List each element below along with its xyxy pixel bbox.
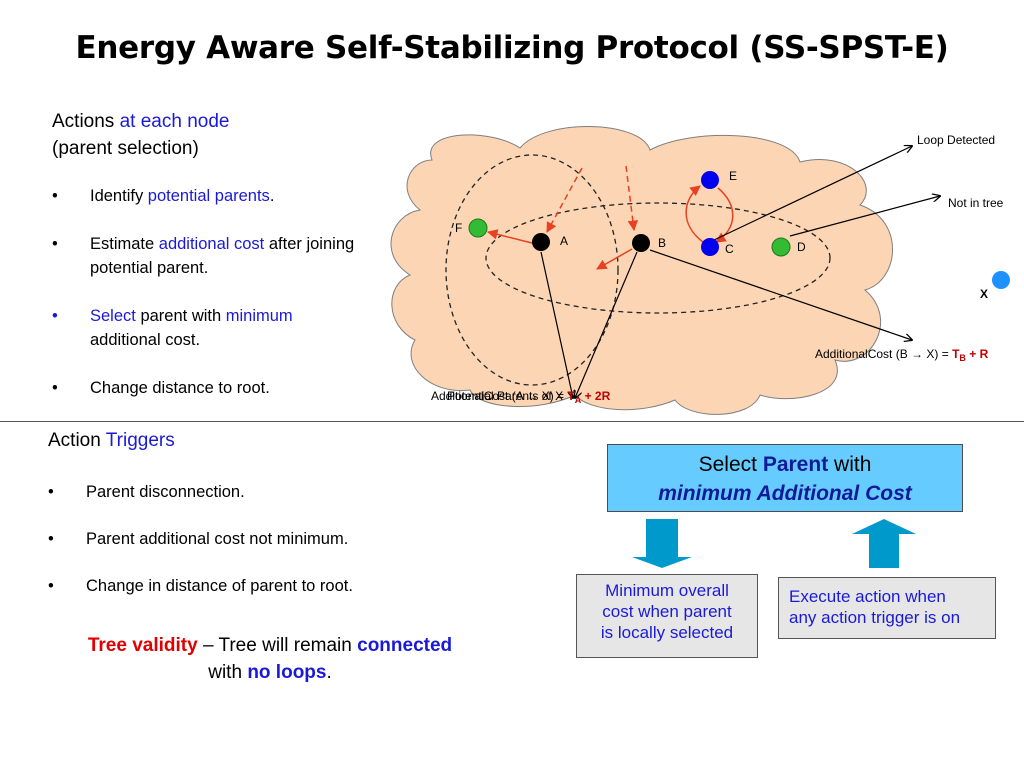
triggers-heading-highlight: Triggers — [105, 430, 175, 451]
node-f-label: F — [455, 221, 462, 235]
actions-bullet-list: • Identify potential parents. • Estimate… — [52, 184, 362, 424]
actions-heading: Actions at each node (parent selection) — [52, 108, 229, 162]
bullet-icon: • — [48, 483, 54, 501]
arrow-b-to-x-label — [575, 251, 638, 398]
bullet-text: Estimate — [90, 235, 159, 253]
page-title: Energy Aware Self-Stabilizing Protocol (… — [75, 30, 949, 66]
bullet-text: parent with — [135, 307, 226, 325]
not-in-tree-label: Not in tree — [948, 196, 1004, 210]
min-box-line: cost when parent — [602, 602, 732, 621]
bullet-icon: • — [52, 187, 58, 205]
tree-validity-statement: Tree validity – Tree will remain connect… — [30, 632, 510, 686]
validity-text: – Tree will remain — [197, 635, 358, 656]
node-b: B — [632, 234, 666, 252]
list-item: • Estimate additional cost after joining… — [52, 232, 362, 280]
arrow-loop-detected — [713, 146, 912, 241]
arrow-not-in-tree — [789, 196, 940, 237]
node-x-label: X — [980, 287, 988, 301]
select-box-line2: minimum Additional Cost — [658, 482, 912, 505]
bullet-text: . — [269, 187, 275, 205]
bullet-text: after joining potential parent. — [90, 235, 355, 277]
bullet-text: Change in distance of parent to root. — [86, 577, 353, 595]
red-dashed-arrow-b — [625, 165, 639, 232]
node-e-label: E — [729, 169, 737, 183]
list-item: • Identify potential parents. — [52, 184, 362, 208]
select-box-bold: Parent — [762, 453, 829, 476]
bullet-text: Parent disconnection. — [86, 483, 245, 501]
bullet-icon: • — [52, 235, 58, 253]
actions-heading-prefix: Actions — [52, 111, 120, 132]
dashed-ellipse-right — [485, 202, 831, 314]
list-item: • Parent additional cost not minimum. — [48, 528, 468, 550]
bullet-text: Parent additional cost not minimum. — [86, 530, 349, 548]
validity-connected: connected — [357, 635, 453, 656]
loop-detected-label: Loop Detected — [917, 133, 995, 147]
node-e: E — [701, 169, 737, 189]
validity-no-loops: no loops — [247, 662, 327, 683]
node-c: C — [701, 238, 734, 256]
bullet-text: additional cost. — [90, 331, 201, 349]
bullet-icon: • — [48, 530, 54, 548]
node-x: X — [980, 271, 1010, 301]
bullet-icon: • — [52, 379, 58, 397]
red-dashed-arrow-a — [546, 167, 583, 233]
potential-parents-label: Potential Parents of X — [447, 389, 563, 403]
node-c-label: C — [725, 242, 734, 256]
red-arrow-b-to-a — [596, 248, 633, 270]
validity-text: . — [326, 662, 332, 683]
triggers-heading: Action Triggers — [48, 430, 175, 452]
node-d: D — [771, 237, 806, 257]
dashed-ellipse-left — [445, 154, 619, 386]
list-item: • Parent disconnection. — [48, 481, 468, 503]
list-item: • Change distance to root. — [52, 376, 362, 400]
node-a-label: A — [560, 234, 568, 248]
up-arrow-icon — [852, 519, 916, 568]
node-f: F — [455, 218, 488, 238]
down-arrow-icon — [632, 519, 692, 568]
cost-b-label: AdditionalCost (B → X) = TB + R — [815, 347, 989, 363]
validity-label: Tree validity — [87, 635, 198, 656]
bullet-icon: • — [52, 307, 58, 325]
select-box-text: Select — [698, 453, 763, 476]
bullet-text: Identify — [90, 187, 148, 205]
list-item: • Select parent with minimum additional … — [52, 304, 362, 352]
section-divider — [0, 421, 1024, 422]
actions-heading-highlight: at each node — [119, 111, 230, 132]
node-d-label: D — [797, 240, 806, 254]
min-box-line: Minimum overall — [605, 581, 729, 600]
loop-arrow-e-to-c — [715, 187, 734, 243]
bullet-text: Change distance to root. — [90, 379, 270, 397]
triggers-heading-prefix: Action — [48, 430, 106, 451]
bullet-highlight: potential parents — [147, 187, 270, 205]
exec-box-line: Execute action when — [789, 587, 946, 606]
bullet-highlight: minimum — [225, 307, 293, 325]
exec-box-line: any action trigger is on — [789, 608, 961, 627]
bullet-highlight: Select — [90, 307, 136, 325]
node-a: A — [532, 233, 568, 251]
list-item: • Change in distance of parent to root. — [48, 575, 468, 597]
select-parent-box: Select Parent with minimum Additional Co… — [607, 444, 963, 512]
actions-heading-line2: (parent selection) — [52, 138, 199, 159]
arrow-b-to-cost-label — [649, 249, 912, 340]
bullet-highlight: additional cost — [158, 235, 265, 253]
arrow-a-to-x-label — [540, 251, 573, 398]
cloud-shape — [390, 126, 893, 415]
min-box-line: is locally selected — [600, 623, 734, 642]
red-arrow-a-to-f — [486, 229, 533, 244]
loop-arrow-c-to-e — [685, 185, 704, 243]
select-box-text: with — [828, 453, 872, 476]
triggers-bullet-list: • Parent disconnection. • Parent additiona… — [48, 481, 468, 622]
minimum-cost-box: Minimum overall cost when parent is loca… — [576, 574, 758, 658]
execute-action-box: Execute action when any action trigger i… — [778, 577, 996, 639]
validity-text: with — [208, 662, 248, 683]
bullet-icon: • — [48, 577, 54, 595]
node-b-label: B — [658, 236, 666, 250]
cost-a-label: AdditionalCost (A → X) = TA + 2R — [431, 389, 611, 405]
